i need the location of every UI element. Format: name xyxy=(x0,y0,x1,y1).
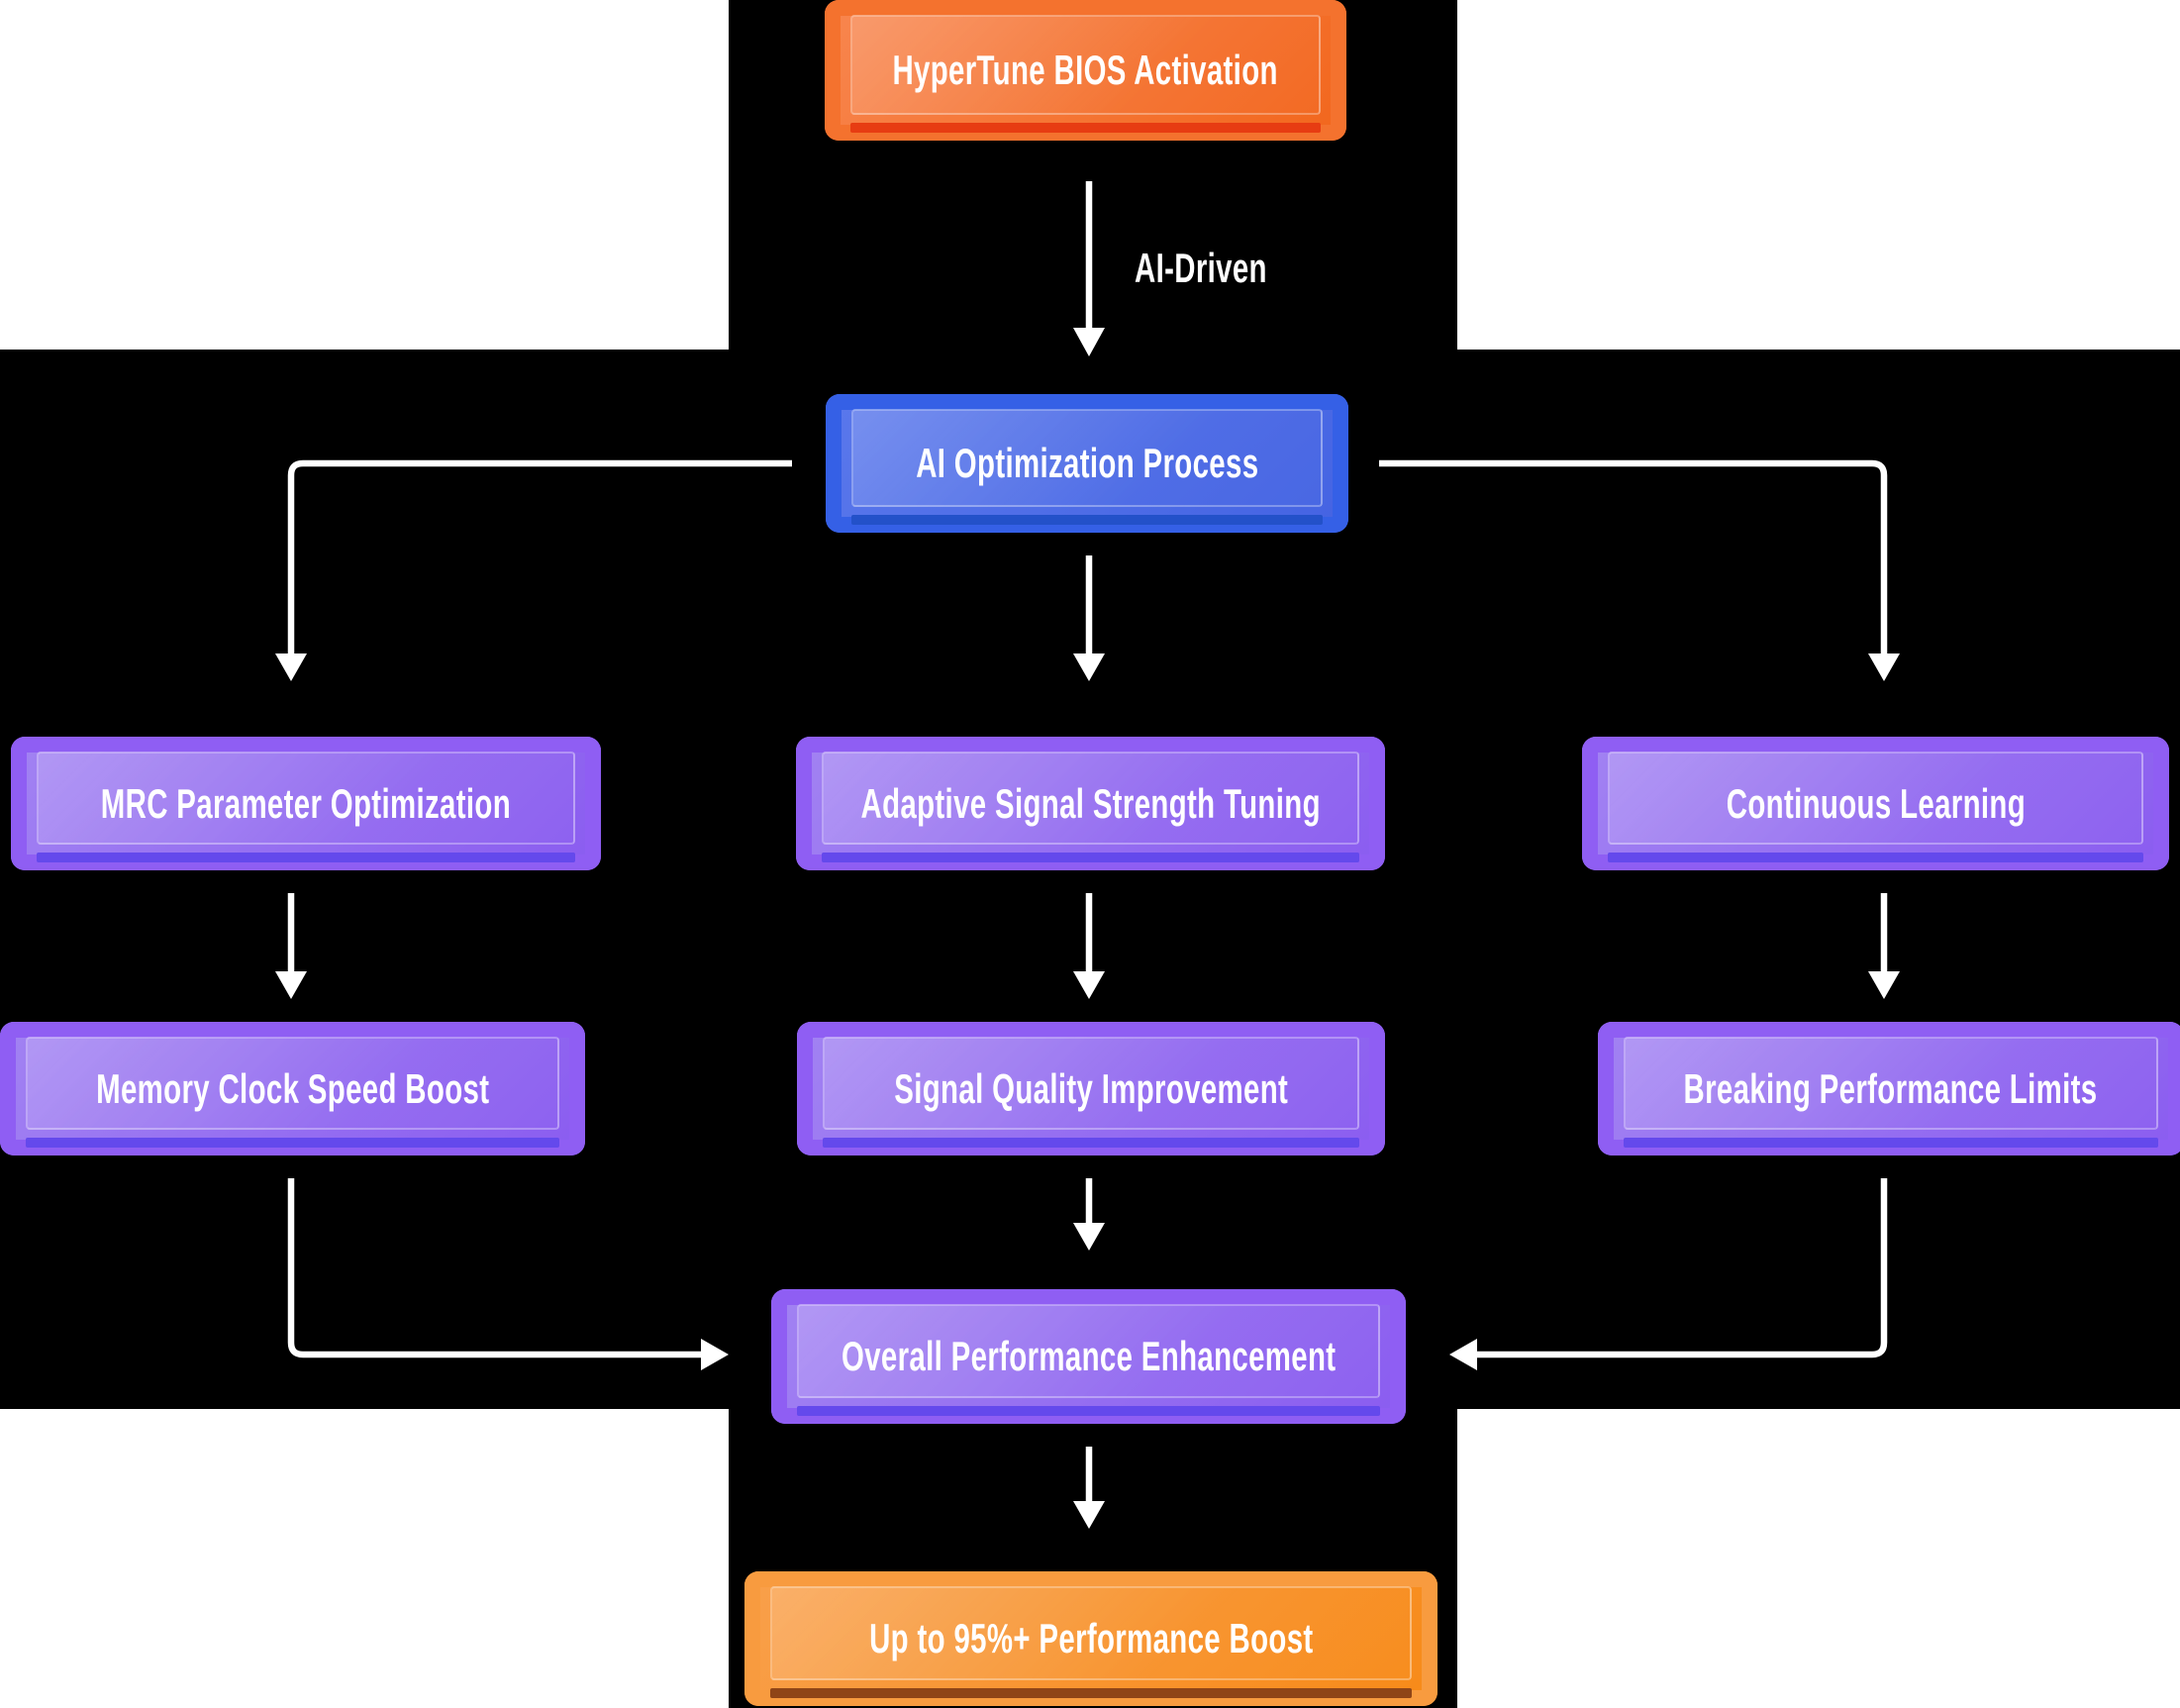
node-label-text: MRC Parameter Optimization xyxy=(100,779,512,827)
node-label-text: AI Optimization Process xyxy=(915,440,1259,486)
arrowhead-overall-to-boost xyxy=(1073,1501,1105,1529)
node-accent-bar xyxy=(1608,853,2143,862)
node-label: Breaking Performance Limits xyxy=(1684,1064,2098,1112)
arrowhead-aiopt-to-adaptive xyxy=(1073,653,1105,681)
arrowhead-memory-to-overall xyxy=(701,1339,729,1370)
arrowhead-aiopt-to-continuous xyxy=(1868,653,1900,681)
arrowhead-hypertune-to-aiopt xyxy=(1073,328,1105,356)
node-inner-panel xyxy=(823,1037,1359,1130)
node-ai-optimization-process: AI Optimization Process xyxy=(826,394,1348,533)
edge-label-text: AI-Driven xyxy=(1135,245,1267,291)
node-memory-clock-speed-boost: Memory Clock Speed Boost xyxy=(0,1022,585,1155)
node-accent-bar xyxy=(822,853,1359,862)
arrowhead-mrc-to-memory xyxy=(275,971,307,999)
node-label-text: Overall Performance Enhancement xyxy=(841,1333,1337,1379)
node-label-text: Signal Quality Improvement xyxy=(894,1064,1288,1112)
node-inner-panel xyxy=(1608,752,2143,845)
node-label-text: Up to 95%+ Performance Boost xyxy=(868,1615,1314,1661)
node-accent-bar xyxy=(26,1138,559,1148)
node-accent-bar xyxy=(851,515,1323,525)
node-label-text: Adaptive Signal Strength Tuning xyxy=(860,779,1321,827)
connector-memory-to-overall xyxy=(287,1178,703,1358)
node-label: HyperTune BIOS Activation xyxy=(893,48,1278,93)
node-inner-panel xyxy=(822,752,1359,845)
node-overall-performance-enhancement: Overall Performance Enhancement xyxy=(771,1289,1406,1424)
arrowhead-breaking-to-overall xyxy=(1449,1339,1477,1370)
node-label: Overall Performance Enhancement xyxy=(842,1334,1336,1379)
arrowhead-continuous-to-breaking xyxy=(1868,971,1900,999)
node-accent-bar xyxy=(1624,1138,2158,1148)
node-inner-panel xyxy=(770,1586,1412,1680)
node-signal-quality-improvement: Signal Quality Improvement xyxy=(797,1022,1385,1155)
node-label: Adaptive Signal Strength Tuning xyxy=(860,779,1321,827)
node-inner-panel xyxy=(37,752,575,845)
node-accent-bar xyxy=(770,1688,1412,1698)
connector-aiopt-to-mrc xyxy=(287,459,792,655)
node-label: MRC Parameter Optimization xyxy=(100,779,512,827)
node-accent-bar xyxy=(37,853,575,862)
node-label: Continuous Learning xyxy=(1726,779,2026,827)
node-adaptive-signal-strength-tuning: Adaptive Signal Strength Tuning xyxy=(796,737,1385,870)
arrowhead-signal-to-overall xyxy=(1073,1223,1105,1251)
node-label-text: HyperTune BIOS Activation xyxy=(892,47,1279,93)
node-mrc-parameter-optimization: MRC Parameter Optimization xyxy=(11,737,601,870)
node-inner-panel xyxy=(26,1037,559,1130)
node-label: Memory Clock Speed Boost xyxy=(95,1064,490,1112)
node-label-text: Continuous Learning xyxy=(1726,779,2026,827)
node-label-text: Memory Clock Speed Boost xyxy=(95,1064,490,1112)
node-up-to-95-performance-boost: Up to 95%+ Performance Boost xyxy=(744,1571,1437,1706)
arrowhead-aiopt-to-mrc xyxy=(275,653,307,681)
node-inner-panel xyxy=(1624,1037,2158,1130)
node-label: Signal Quality Improvement xyxy=(894,1064,1288,1112)
node-continuous-learning: Continuous Learning xyxy=(1582,737,2169,870)
connector-aiopt-to-continuous xyxy=(1379,459,1888,655)
node-label: AI Optimization Process xyxy=(916,441,1258,486)
edge-label-ai-driven: AI-Driven xyxy=(1135,248,1267,289)
node-accent-bar xyxy=(797,1406,1380,1416)
node-hypertune-bios-activation: HyperTune BIOS Activation xyxy=(825,0,1346,141)
node-inner-panel xyxy=(851,409,1323,507)
node-label: Up to 95%+ Performance Boost xyxy=(869,1616,1313,1661)
node-accent-bar xyxy=(850,123,1321,133)
arrowhead-adaptive-to-signal xyxy=(1073,971,1105,999)
node-breaking-performance-limits: Breaking Performance Limits xyxy=(1598,1022,2180,1155)
node-label-text: Breaking Performance Limits xyxy=(1684,1064,2098,1112)
node-accent-bar xyxy=(823,1138,1359,1148)
node-inner-panel xyxy=(797,1304,1380,1398)
connector-breaking-to-overall xyxy=(1475,1178,1888,1358)
node-inner-panel xyxy=(850,15,1321,115)
